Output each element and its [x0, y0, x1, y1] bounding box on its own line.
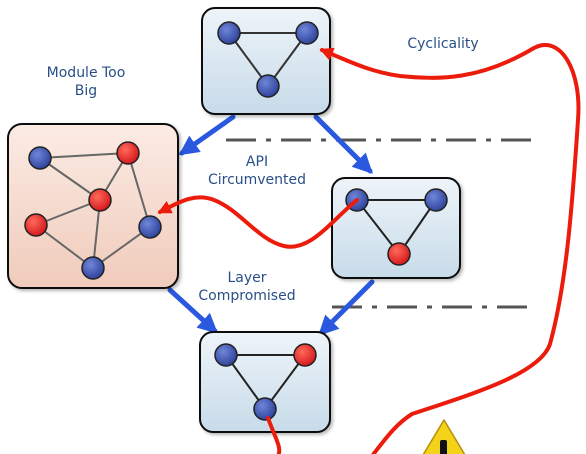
node	[253, 397, 277, 421]
module-big-graph	[24, 141, 162, 280]
arrow-right-to-bottom	[318, 279, 375, 336]
node	[387, 242, 411, 266]
node	[424, 188, 448, 212]
module-bottom-graph	[214, 343, 317, 421]
node	[24, 213, 48, 237]
label-api-circumvented-line2: Circumvented	[207, 172, 307, 188]
label-layer-compromised: Layer Compromised	[187, 269, 307, 305]
violation-path-api-circumvented	[157, 195, 359, 249]
label-cyclicality: Cyclicality	[393, 35, 493, 53]
label-layer-compromised-line2: Compromised	[198, 288, 296, 304]
module-right-graph	[345, 188, 448, 266]
label-module-too-big-line1: Module Too	[46, 65, 126, 81]
node	[28, 146, 52, 170]
label-layer-compromised-line1: Layer	[227, 270, 267, 286]
warning-icon	[422, 419, 466, 454]
label-cyclicality-text: Cyclicality	[407, 36, 479, 52]
dependency-arrows	[167, 114, 375, 336]
node	[217, 21, 241, 45]
node	[81, 256, 105, 280]
label-api-circumvented: API Circumvented	[197, 153, 317, 189]
node	[295, 21, 319, 45]
arrow-top-to-right	[313, 114, 373, 174]
node	[138, 215, 162, 239]
label-module-too-big-line2: Big	[74, 83, 98, 99]
node	[256, 74, 280, 98]
node	[88, 188, 112, 212]
arrow-big-to-bottom	[167, 287, 218, 334]
arrow-top-to-big	[178, 114, 236, 156]
label-module-too-big: Module Too Big	[26, 64, 146, 100]
node	[214, 343, 238, 367]
node	[293, 343, 317, 367]
module-top-graph	[217, 21, 319, 98]
label-api-circumvented-line1: API	[245, 154, 269, 170]
node	[116, 141, 140, 165]
